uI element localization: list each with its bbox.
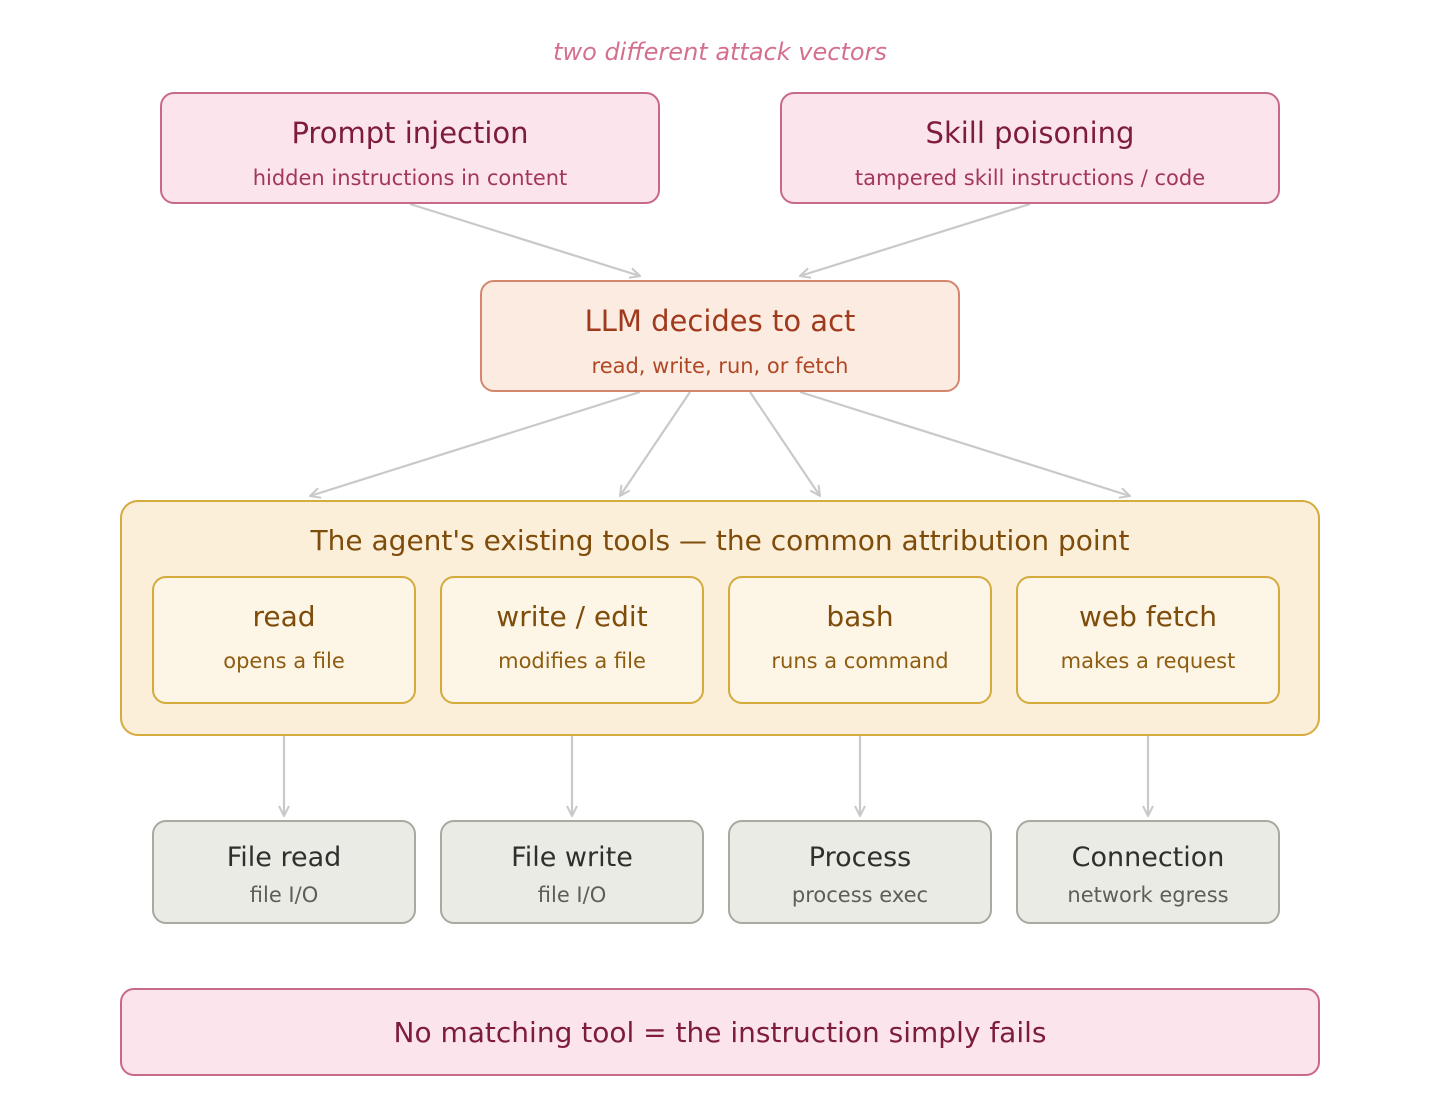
tool-write-edit-subtitle: modifies a file xyxy=(498,649,646,673)
skill-poisoning-title: Skill poisoning xyxy=(925,116,1135,150)
skill-poisoning-box: Skill poisoning tampered skill instructi… xyxy=(780,92,1280,204)
llm-decision-box: LLM decides to act read, write, run, or … xyxy=(480,280,960,392)
llm-decision-subtitle: read, write, run, or fetch xyxy=(591,354,849,378)
tool-web-fetch: web fetch makes a request xyxy=(1016,576,1280,704)
effect-file-read: File read file I/O xyxy=(152,820,416,924)
skill-poisoning-subtitle: tampered skill instructions / code xyxy=(854,166,1206,190)
prompt-injection-box: Prompt injection hidden instructions in … xyxy=(160,92,660,204)
effect-process-subtitle: process exec xyxy=(791,883,929,907)
tool-write-edit: write / edit modifies a file xyxy=(440,576,704,704)
effect-process-title: Process xyxy=(808,842,912,873)
effect-file-read-title: File read xyxy=(226,842,342,873)
tool-web-fetch-subtitle: makes a request xyxy=(1060,649,1236,673)
arrow-llm-to-read xyxy=(310,390,641,496)
effect-file-write-subtitle: file I/O xyxy=(537,883,607,907)
arrow-skill-to-llm xyxy=(800,202,1031,276)
no-matching-tool-note: No matching tool = the instruction simpl… xyxy=(120,988,1320,1076)
tool-read-title: read xyxy=(252,600,316,633)
diagram-caption: two different attack vectors xyxy=(553,38,887,66)
no-matching-tool-text: No matching tool = the instruction simpl… xyxy=(393,1015,1047,1049)
effect-file-read-subtitle: file I/O xyxy=(249,883,319,907)
llm-decision-title: LLM decides to act xyxy=(584,304,856,338)
prompt-injection-title: Prompt injection xyxy=(291,116,529,150)
prompt-injection-subtitle: hidden instructions in content xyxy=(252,166,568,190)
tool-web-fetch-title: web fetch xyxy=(1078,600,1217,633)
tool-read-subtitle: opens a file xyxy=(223,649,345,673)
tool-write-edit-title: write / edit xyxy=(496,600,648,633)
arrow-llm-to-bash xyxy=(749,391,820,496)
arrow-llm-to-write xyxy=(620,391,691,496)
agent-tools-group-title: The agent's existing tools — the common … xyxy=(310,524,1130,557)
effect-connection-subtitle: network egress xyxy=(1067,883,1229,907)
effect-connection-title: Connection xyxy=(1071,842,1225,873)
tool-bash-title: bash xyxy=(826,600,894,633)
tool-bash: bash runs a command xyxy=(728,576,992,704)
arrow-llm-to-webfetch xyxy=(799,390,1130,496)
tool-bash-subtitle: runs a command xyxy=(771,649,949,673)
effect-file-write: File write file I/O xyxy=(440,820,704,924)
tool-read: read opens a file xyxy=(152,576,416,704)
effect-file-write-title: File write xyxy=(511,842,633,873)
effect-process: Process process exec xyxy=(728,820,992,924)
effect-connection: Connection network egress xyxy=(1016,820,1280,924)
arrow-prompt-to-llm xyxy=(409,202,640,276)
